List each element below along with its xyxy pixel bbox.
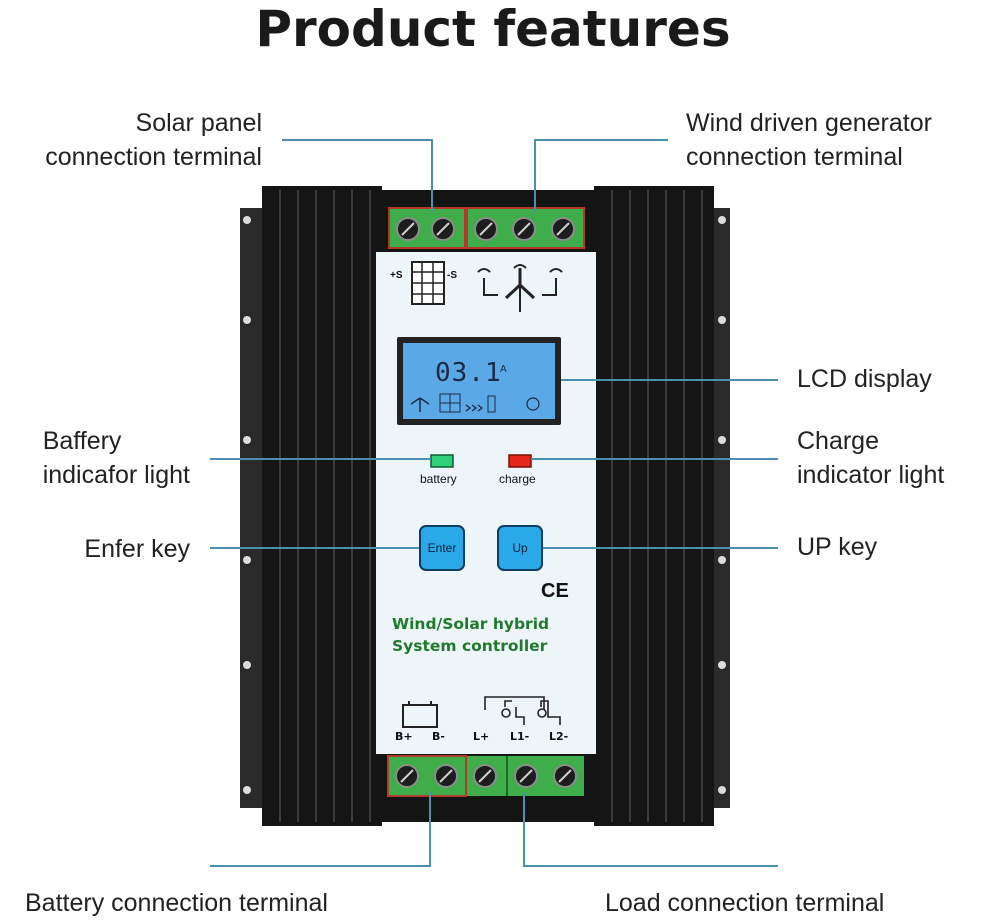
label-load-terminal: Load connection terminal bbox=[605, 889, 885, 917]
terminal-label-lplus: L+ bbox=[473, 730, 490, 743]
label-lcd: LCD display bbox=[797, 365, 932, 393]
callout-battery-terminal bbox=[210, 792, 431, 867]
label-up-key: UP key bbox=[797, 533, 878, 561]
enter-button[interactable]: Enter bbox=[419, 525, 465, 571]
label-solar-terminal: Solar panel connection terminal bbox=[45, 109, 262, 171]
charge-led bbox=[508, 454, 532, 468]
wind-turbine-icon bbox=[477, 264, 563, 312]
terminal-label-bplus: B+ bbox=[395, 730, 413, 743]
callout-solar bbox=[282, 139, 433, 212]
load-lamp-icons bbox=[484, 696, 561, 725]
front-panel bbox=[376, 252, 596, 754]
label-battery-light: Baffery indicafor light bbox=[42, 427, 190, 489]
battery-led-label: battery bbox=[420, 472, 457, 486]
terminal-label-l2minus: L2- bbox=[549, 730, 569, 743]
battery-led bbox=[430, 454, 454, 468]
lcd-reading: 03.1 bbox=[435, 358, 502, 388]
label-charge-light: Charge indicator light bbox=[797, 427, 945, 489]
solar-minus-mark: -S bbox=[447, 270, 457, 281]
callout-load-terminal bbox=[523, 792, 778, 867]
lcd-unit: A bbox=[500, 364, 507, 375]
up-button[interactable]: Up bbox=[497, 525, 543, 571]
terminal-label-l1minus: L1- bbox=[510, 730, 530, 743]
ce-mark: CE bbox=[541, 580, 569, 602]
terminal-label-bminus: B- bbox=[432, 730, 445, 743]
label-enter-key: Enfer key bbox=[84, 535, 190, 563]
label-battery-terminal: Battery connection terminal bbox=[25, 889, 328, 917]
page-title: Product features bbox=[255, 0, 731, 58]
battery-icon bbox=[402, 701, 438, 728]
heatsink-left bbox=[262, 186, 382, 826]
callout-wind bbox=[534, 139, 668, 212]
product-name-line1: Wind/Solar hybrid bbox=[392, 615, 550, 633]
solar-plus-mark: +S bbox=[390, 270, 403, 281]
callout-lines bbox=[210, 139, 778, 867]
heatsink-right bbox=[594, 186, 714, 826]
lcd-icons bbox=[410, 393, 540, 413]
charge-led-label: charge bbox=[499, 472, 536, 486]
label-wind-terminal: Wind driven generator connection termina… bbox=[686, 109, 932, 171]
product-name-line2: System controller bbox=[392, 637, 548, 655]
solar-panel-icon bbox=[411, 261, 445, 305]
